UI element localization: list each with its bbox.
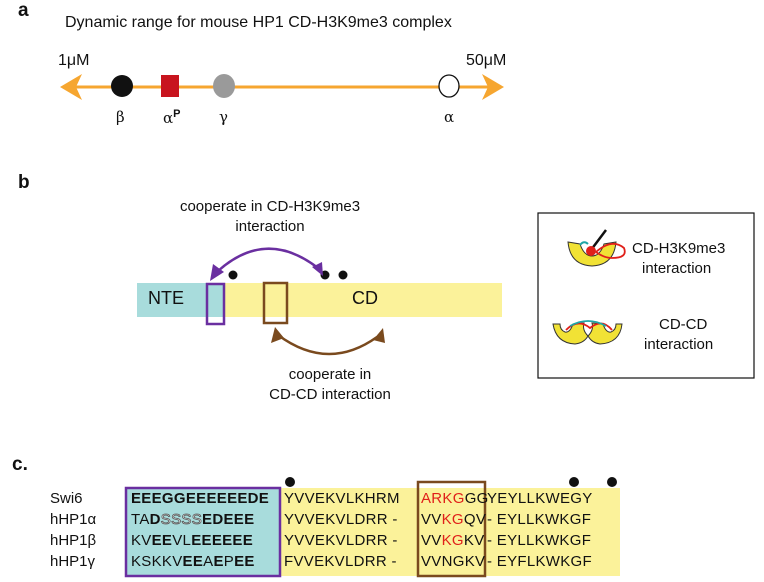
sequence-seg3: VVNGKV <box>421 552 485 572</box>
bottom-arc-label-line2: CD-CD interaction <box>269 386 391 403</box>
sequence-seg4: - EYLLKWKGF <box>487 532 592 549</box>
panel-c-letter: c. <box>12 454 28 475</box>
residue-group: EEEEEE <box>191 532 254 549</box>
sequence-seg3: ARKGGG <box>421 489 489 509</box>
residue-group: SSSS <box>160 511 203 529</box>
nte-label: NTE <box>148 288 184 308</box>
marker-beta <box>111 75 133 97</box>
residue-group: KV <box>463 532 485 549</box>
residue-group: VV <box>421 532 442 549</box>
residue-group: KG <box>441 511 464 528</box>
legend-item1-line1: CD-H3K9me3 <box>632 240 726 257</box>
legend-item2-line2: interaction <box>644 336 714 353</box>
label-alpha: α <box>444 108 455 126</box>
panel-b-letter: b <box>18 172 30 193</box>
sequence-name: Swi6 <box>50 490 83 507</box>
residue-group: A <box>203 553 214 570</box>
panel-a-letter: a <box>18 0 29 21</box>
residue-group: EEEGGEEEEEEDE <box>131 490 270 507</box>
sequence-seg1: EEEGGEEEEEEDE <box>131 489 269 509</box>
sequence-seg3: VVKGKV <box>421 531 485 551</box>
purple-box <box>205 282 226 326</box>
sequence-seg4: YEYLLKWEGY <box>487 490 593 507</box>
sequence-seg4: - EYLLKWKGF <box>487 511 592 528</box>
sequence-seg2: FVVEKVLDRR - <box>284 553 397 570</box>
residue-group: KG <box>441 532 464 549</box>
purple-arc <box>210 247 323 281</box>
top-arc-label-line1: cooperate in CD-H3K9me3 <box>179 198 361 215</box>
seq-dot-2 <box>569 477 579 487</box>
legend-item2-line1: CD-CD <box>659 316 708 333</box>
panel-a-title: Dynamic range for mouse HP1 CD-H3K9me3 c… <box>65 14 452 31</box>
marker-alpha <box>438 74 460 98</box>
sequence-name: hHP1α <box>50 511 97 528</box>
residue-group: QV <box>463 511 487 528</box>
marker-gamma <box>213 74 235 98</box>
residue-group: KV <box>131 532 152 549</box>
residue-group: P <box>223 553 235 570</box>
sequence-seg1: KVEEVLEEEEEE <box>131 531 253 551</box>
seq-dot-1 <box>285 477 295 487</box>
residue-group: EE <box>182 553 204 570</box>
label-gamma: γ <box>219 108 228 126</box>
cd-segment <box>225 283 502 317</box>
seq-dot-3 <box>607 477 617 487</box>
brown-arc <box>271 327 385 356</box>
range-left-label: 1μM <box>58 52 90 69</box>
residue-group: E <box>213 553 224 570</box>
sequence-name: hHP1γ <box>50 553 96 570</box>
cd-label: CD <box>352 288 378 308</box>
label-alpha-p-base: α <box>163 109 174 127</box>
residue-group: TA <box>131 511 150 528</box>
residue-group: VL <box>172 532 192 549</box>
brown-box <box>262 281 289 325</box>
purple-sequence-box <box>124 486 282 578</box>
sequence-seg1: KSKKVEEAEPEE <box>131 552 255 572</box>
marker-alpha-p <box>161 75 179 97</box>
sequence-name: hHP1β <box>50 532 97 549</box>
residue-group: D <box>149 511 161 528</box>
cd-sequence-band <box>281 488 620 576</box>
legend-item1-line2: interaction <box>642 260 712 277</box>
dot-1 <box>228 270 238 280</box>
brown-sequence-box <box>416 480 487 578</box>
bottom-arc-label-line1: cooperate in <box>288 366 372 383</box>
range-right-label: 50μM <box>466 52 507 69</box>
range-arrow <box>60 74 504 100</box>
residue-group: VVNGKV <box>421 553 486 570</box>
label-beta: β <box>116 108 125 126</box>
legend-box <box>537 212 755 379</box>
label-alpha-p: αP <box>163 108 180 127</box>
top-arc-label-line2: interaction <box>235 218 305 235</box>
label-alpha-p-sup: P <box>173 108 181 120</box>
residue-group: GG <box>464 490 489 507</box>
sequence-seg2: YVVEKVLDRR - <box>284 511 398 528</box>
residue-group: EDEEE <box>202 511 255 528</box>
residue-group: VV <box>421 511 442 528</box>
sequence-seg4: - EYFLKWKGF <box>487 553 592 570</box>
residue-group: KSKKV <box>131 553 183 570</box>
residue-group: EE <box>151 532 173 549</box>
sequence-seg2: YVVEKVLDRR - <box>284 532 398 549</box>
sequence-seg2: YVVEKVLKHRM <box>284 490 400 507</box>
nte-sequence-box <box>126 488 280 576</box>
cd-cd-icon <box>552 320 623 345</box>
dot-3 <box>338 270 348 280</box>
residue-group: EE <box>234 553 255 570</box>
sequence-seg3: VVKGQV <box>421 510 486 530</box>
nte-segment <box>137 283 225 317</box>
residue-group: ARKG <box>421 490 465 507</box>
cd-h3k9me3-icon <box>567 229 626 267</box>
sequence-seg1: TADSSSSEDEEE <box>131 510 254 530</box>
